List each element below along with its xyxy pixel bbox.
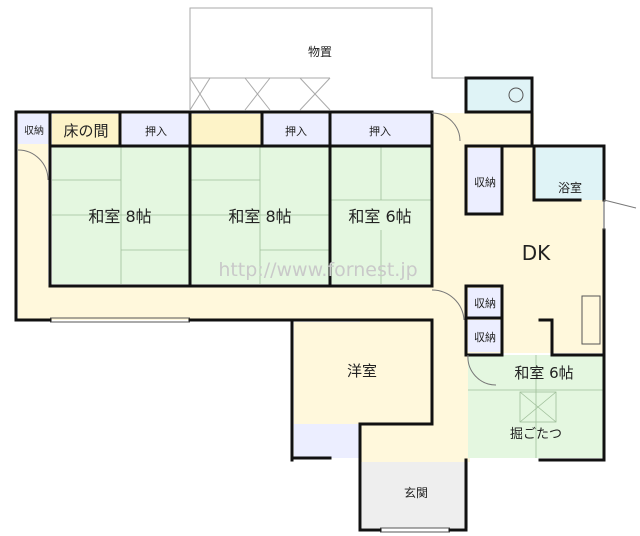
closet-mid-1-floor xyxy=(468,288,502,318)
label-closet-mid-2: 収納 xyxy=(474,331,496,344)
label-washitsu-8b: 和室 8帖 xyxy=(228,207,291,226)
oshiire-3-floor xyxy=(330,114,432,146)
label-washitsu-6-south: 和室 6帖 xyxy=(514,364,573,382)
label-washitsu-8a: 和室 8帖 xyxy=(88,207,151,226)
walls xyxy=(14,76,606,532)
windows xyxy=(50,87,605,533)
youshitsu-closet-floor xyxy=(294,424,360,458)
label-tokonoma: 床の間 xyxy=(63,122,108,140)
label-oshiire-3: 押入 xyxy=(369,124,391,138)
alcove-floor xyxy=(190,114,262,146)
oshiire-2-floor xyxy=(262,114,330,146)
toilet-floor xyxy=(466,78,532,112)
watermark: http://www.fornest.jp xyxy=(218,259,417,281)
corridor-south xyxy=(18,285,470,320)
corridor-north-right xyxy=(432,113,534,148)
label-storage-shed: 物置 xyxy=(308,45,332,59)
youshitsu-floor xyxy=(294,322,434,424)
label-horigotatsu: 掘ごたつ xyxy=(510,426,562,442)
label-washitsu-6: 和室 6帖 xyxy=(348,207,411,226)
genkan-floor xyxy=(362,462,468,528)
label-oshiire-2: 押入 xyxy=(285,124,307,138)
storage-shed xyxy=(189,7,466,111)
oshiire-1-floor xyxy=(122,114,190,146)
bath-floor xyxy=(536,148,604,200)
label-closet-mid-1: 収納 xyxy=(474,297,496,310)
closet-mid-2-floor xyxy=(468,320,502,352)
label-closet-nw: 収納 xyxy=(24,124,44,137)
room-labels: 物置 収納 床の間 押入 押入 押入 和室 8帖 和室 8帖 和室 6帖 収納 … xyxy=(24,45,582,500)
label-youshitsu: 洋室 xyxy=(347,362,377,380)
label-genkan: 玄関 xyxy=(404,485,428,500)
closet-dk-floor xyxy=(468,148,502,214)
tatami-grid xyxy=(52,146,604,458)
tokonoma-floor xyxy=(52,114,120,146)
label-bath: 浴室 xyxy=(558,180,582,195)
closet-nw-floor xyxy=(18,114,50,144)
label-closet-dk: 収納 xyxy=(474,176,496,189)
label-oshiire-1: 押入 xyxy=(145,124,167,138)
door-swings xyxy=(17,112,637,386)
label-dk: DK xyxy=(522,241,551,265)
